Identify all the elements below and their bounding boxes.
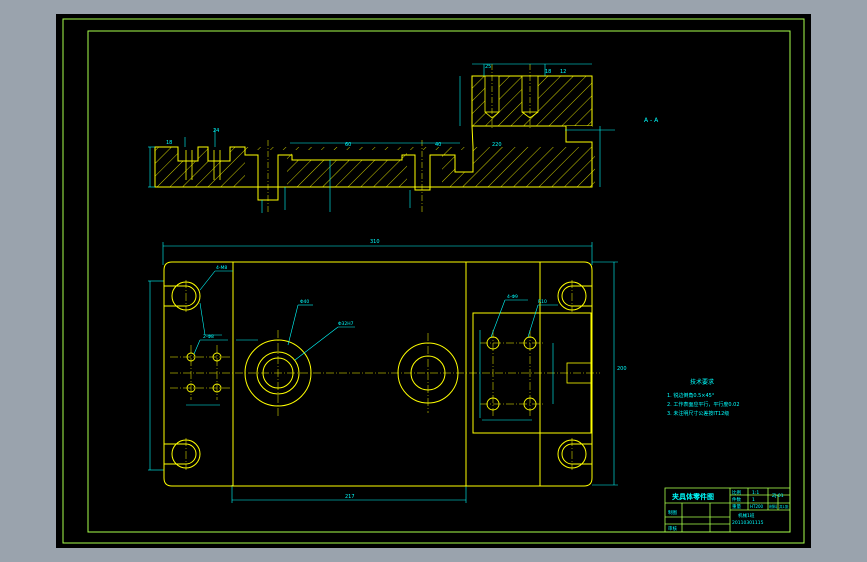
callout-4: 4-Φ9 (507, 294, 518, 300)
tech-notes-heading: 技术要求 (690, 378, 714, 386)
sec-dim-0: 18 (166, 140, 172, 146)
tech-note-2: 2. 工作表面应平行，平行度0.02 (667, 401, 740, 408)
drawn-label: 制图 (668, 509, 677, 516)
sec-dim-2: 60 (345, 142, 351, 148)
overall-width: 310 (370, 239, 380, 245)
title-block-title: 夹具体零件图 (672, 492, 714, 501)
material-value: HT200 (750, 504, 764, 509)
callout-0: 4-M8 (216, 265, 227, 271)
tech-note-3: 3. 未注明尺寸公差按IT12级 (667, 410, 729, 417)
sec-dim-5: 18 (545, 69, 551, 75)
weight-label: 重量 (732, 503, 741, 510)
callout-1: 2-Φ8 (203, 334, 214, 340)
callout-5: R10 (538, 299, 547, 305)
org: 机械1班 (738, 512, 755, 519)
plate-outline (163, 261, 593, 487)
drawing-no: ZJ-01 (772, 493, 784, 499)
callout-2: Φ40 (300, 299, 309, 305)
u-slot-tr (561, 285, 592, 307)
sec-dim-3: 40 (435, 142, 441, 148)
scale-label: 比例 (732, 489, 741, 496)
qty-label: 件数 (732, 496, 741, 503)
section-view: 18 24 60 40 25 18 220 12 A - A (148, 63, 659, 213)
title-block (664, 487, 791, 533)
u-slot-bl (164, 443, 197, 465)
student-no: 20110301115 (732, 520, 764, 526)
checked-label: 审核 (668, 525, 677, 532)
tech-note-1: 1. 锐边倒角0.5×45° (667, 392, 715, 399)
outer-border (62, 18, 805, 544)
plan-view: 310 200 217 (148, 239, 627, 503)
tech-notes: 技术要求 1. 锐边倒角0.5×45° 2. 工作表面应平行，平行度0.02 3… (667, 378, 740, 417)
material-label: 材料 (769, 503, 777, 509)
callout-3: Φ32H7 (338, 321, 354, 327)
qty-value: 1 (752, 497, 755, 503)
u-slot-br (561, 443, 592, 465)
section-label: A - A (644, 117, 659, 124)
u-slot-tl (164, 285, 197, 307)
sheet-value: 共1张 (779, 504, 789, 509)
base-plate-outline (154, 125, 593, 201)
sec-dim-6: 220 (492, 142, 502, 148)
center-span: 217 (345, 494, 355, 500)
overall-height: 200 (617, 366, 627, 372)
inner-frame (87, 30, 791, 533)
sec-dim-4: 25 (485, 64, 491, 70)
drawing-sheet (56, 14, 811, 548)
sec-dim-1: 24 (213, 128, 219, 134)
scale-value: 1:1 (752, 490, 759, 496)
sec-dim-7: 12 (560, 69, 566, 75)
